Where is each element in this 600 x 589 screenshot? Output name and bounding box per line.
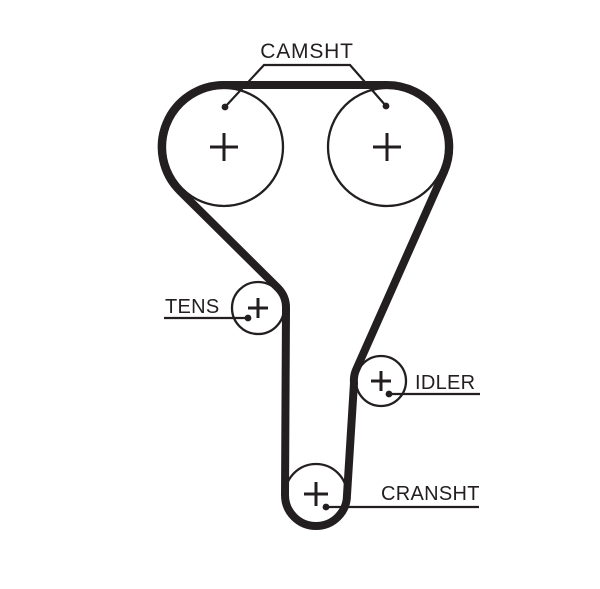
leader-lines bbox=[164, 63, 480, 511]
tensioner-label: TENS bbox=[165, 296, 220, 318]
camshaft-right-center-mark bbox=[373, 133, 401, 161]
camshaft-label: CAMSHT bbox=[260, 40, 353, 63]
camshaft-right-leader-dot bbox=[382, 102, 390, 110]
camshaft-leader-line bbox=[224, 63, 387, 108]
timing-belt bbox=[157, 80, 454, 530]
idler-center-mark bbox=[371, 371, 391, 391]
camshaft-left-center-mark bbox=[210, 133, 238, 161]
crankshaft-center-mark bbox=[304, 482, 328, 506]
tensioner-leader-dot bbox=[244, 314, 252, 322]
idler-leader-dot bbox=[385, 390, 393, 398]
camshaft-left-leader-dot bbox=[221, 103, 229, 111]
center-marks bbox=[210, 133, 401, 506]
idler-label: IDLER bbox=[415, 372, 475, 394]
tensioner-center-mark bbox=[248, 298, 268, 318]
crankshaft-leader-dot bbox=[322, 503, 330, 511]
crankshaft-label: CRANSHT bbox=[381, 483, 480, 505]
